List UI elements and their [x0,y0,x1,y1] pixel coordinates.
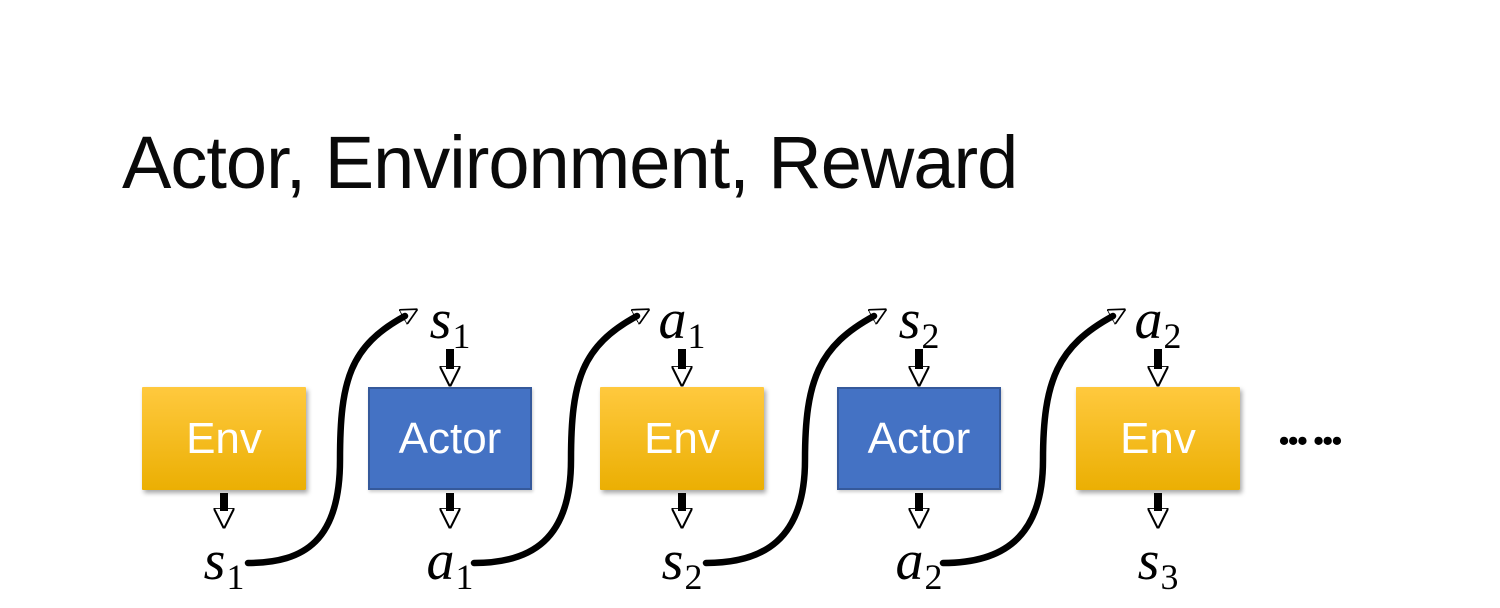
env-box-1-label: Env [186,413,262,463]
bottom-label-s1: s1 [203,530,245,598]
curve-arrow-icon-a1-up [470,316,637,567]
actor-box-2: Actor [837,387,1001,490]
bottom-label-a2: a2 [895,530,943,598]
env-box-2-label: Env [644,413,720,463]
curve-arrow-icon-s1-up [244,316,405,567]
bottom-label-a1: a1 [426,530,474,598]
top-label-s1: s1 [429,289,471,357]
env-box-2: Env [600,387,764,490]
actor-box-2-label: Actor [867,413,971,463]
env-box-3-label: Env [1120,413,1196,463]
actor-box-1: Actor [368,387,532,490]
actor-box-1-label: Actor [398,413,502,463]
top-label-s2: s2 [898,289,940,357]
top-label-a2: a2 [1134,289,1182,357]
continuation-ellipsis: ••• ••• [1279,425,1342,458]
bottom-label-s3: s3 [1137,530,1179,598]
curve-arrow-icon-a2-up [939,316,1113,567]
curve-arrow-icon-s2-up [702,316,874,567]
top-label-a1: a1 [658,289,706,357]
env-box-3: Env [1076,387,1240,490]
bottom-label-s2: s2 [661,530,703,598]
slide-title: Actor, Environment, Reward [122,121,1018,204]
env-box-1: Env [142,387,306,490]
